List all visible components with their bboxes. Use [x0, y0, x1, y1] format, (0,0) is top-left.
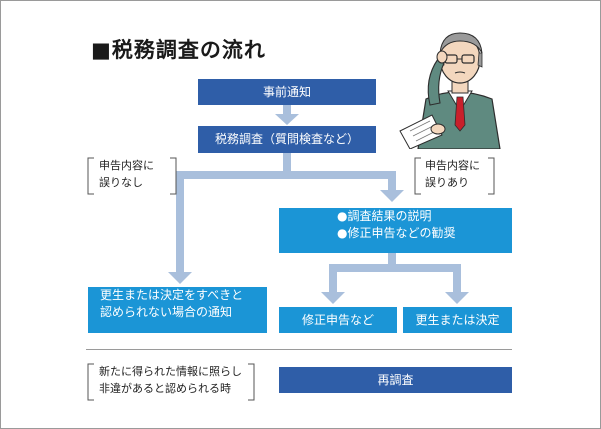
diagram-title: ■税務調査の流れ	[91, 38, 266, 62]
no-correction-notice-box: 更生または決定をすべきと 認められない場合の通知	[88, 287, 267, 333]
arrow-head-down	[275, 114, 299, 125]
right-bracket	[248, 363, 255, 401]
no-error-line-1: 申告内容に	[99, 159, 154, 172]
reinvestigation-condition-note: 新たに得られた情報に照らし 非違があると認められる時	[99, 363, 242, 397]
amended-return-box: 修正申告など	[279, 307, 397, 333]
reinvestigation-condition-line-2: 非違があると認められる時	[99, 382, 231, 395]
tax-investigation-label: 税務調査（質問検査など）	[214, 132, 359, 146]
left-bracket	[87, 363, 94, 401]
correction-decision-label: 更生または決定	[415, 312, 500, 327]
left-bracket	[87, 157, 94, 195]
arrow-head-down	[380, 190, 404, 202]
amended-return-label: 修正申告など	[301, 312, 374, 327]
no-error-line-2: 誤りなし	[99, 176, 143, 189]
result-explanation-box: ●調査結果の説明 ●修正申告などの勧奨	[279, 208, 512, 253]
tax-investigation-box: 税務調査（質問検査など）	[198, 126, 376, 153]
prior-notice-label: 事前通知	[262, 84, 311, 99]
reinvestigation-label: 再調査	[377, 372, 414, 387]
connector-bar	[176, 171, 396, 179]
right-bracket	[488, 157, 495, 195]
notice-line-1: 更生または決定をすべきと	[100, 288, 244, 302]
reinvestigation-box: 再調査	[279, 367, 512, 393]
connector-bar	[329, 264, 461, 272]
connector-stem	[388, 171, 396, 192]
businessman-illustration	[399, 32, 501, 149]
left-bracket	[414, 157, 421, 195]
connector-stem	[283, 153, 291, 177]
notice-line-2: 認められない場合の通知	[100, 305, 233, 319]
arrow-head-down	[321, 292, 345, 304]
error-line-2: 誤りあり	[425, 176, 469, 189]
arrow-head-down	[168, 272, 192, 284]
recommend-line: ●修正申告などの勧奨	[337, 226, 456, 240]
prior-notice-box: 事前通知	[198, 79, 376, 105]
arrow-head-down	[445, 292, 469, 304]
correction-decision-box: 更生または決定	[403, 307, 512, 333]
section-divider	[86, 349, 512, 350]
reinvestigation-condition-line-1: 新たに得られた情報に照らし	[99, 365, 242, 378]
right-bracket	[170, 157, 177, 195]
explanation-line: ●調査結果の説明	[337, 209, 432, 223]
connector-stem	[176, 171, 184, 274]
connector-stem	[329, 264, 337, 294]
connector-stem	[453, 264, 461, 294]
connector-stem	[388, 253, 396, 269]
error-line-1: 申告内容に	[425, 159, 480, 172]
error-note: 申告内容に 誤りあり	[425, 157, 480, 191]
no-error-note: 申告内容に 誤りなし	[99, 157, 154, 191]
connector-stem	[283, 105, 291, 115]
